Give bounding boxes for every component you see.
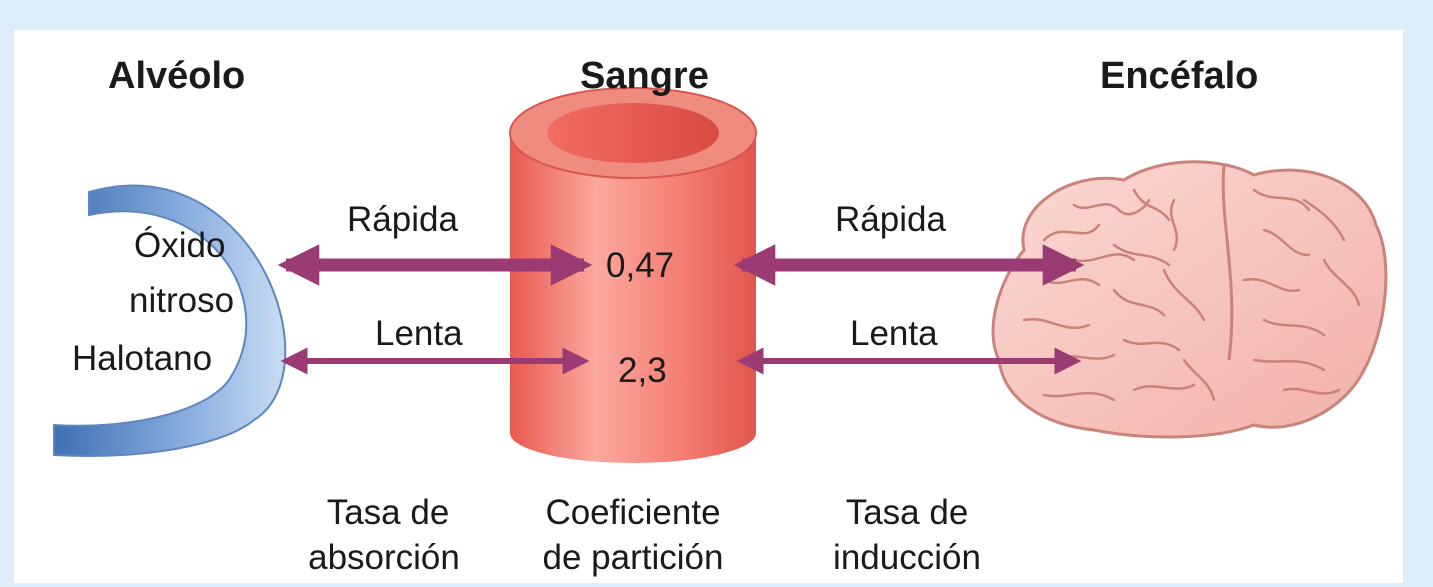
caption-induccion-line2: inducción	[833, 538, 981, 577]
heading-sangre: Sangre	[580, 55, 709, 97]
gas-label-halotano: Halotano	[72, 339, 213, 378]
gas-label-oxido: Óxido	[134, 226, 226, 265]
frame-top-border	[0, 0, 1433, 30]
coefficient-halotano: 2,3	[618, 351, 667, 390]
caption-absorcion-line2: absorción	[308, 538, 460, 577]
gas-label-nitroso: nitroso	[129, 281, 235, 320]
diagram-graphics	[53, 87, 1388, 463]
frame-bottom-border	[0, 583, 1433, 587]
caption-particion-line2: de partición	[542, 538, 724, 577]
rate-label-right-fast: Rápida	[835, 200, 946, 239]
alveolus-shape	[53, 184, 287, 457]
heading-encefalo: Encéfalo	[1100, 55, 1259, 97]
heading-alveolo: Alvéolo	[108, 55, 246, 97]
coefficient-oxido: 0,47	[606, 246, 675, 285]
diagram-canvas: Alvéolo Sangre Encéfalo Óxido nitroso Ha…	[14, 30, 1403, 583]
frame-right-border	[1403, 0, 1433, 587]
caption-induccion-line1: Tasa de	[845, 493, 969, 532]
caption-absorcion-line1: Tasa de	[326, 493, 450, 532]
brain-image	[991, 160, 1388, 439]
rate-label-left-fast: Rápida	[347, 200, 458, 239]
caption-particion-line1: Coeficiente	[545, 493, 721, 532]
frame-left-border	[0, 0, 14, 587]
rate-label-left-slow: Lenta	[375, 314, 463, 353]
rate-label-right-slow: Lenta	[850, 314, 938, 353]
